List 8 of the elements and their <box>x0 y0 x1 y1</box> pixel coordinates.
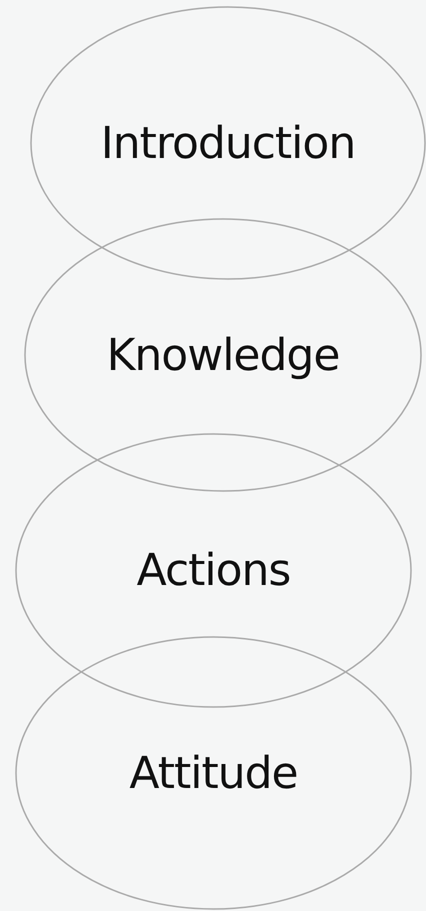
ellipse <box>15 433 412 708</box>
ellipse-label: Attitude <box>129 748 298 798</box>
ellipse <box>24 218 422 492</box>
ellipse <box>15 636 412 910</box>
ellipse <box>30 6 426 280</box>
ellipse-label: Knowledge <box>106 330 340 380</box>
ellipse-label: Introduction <box>100 118 356 168</box>
ellipse-label: Actions <box>136 545 290 596</box>
